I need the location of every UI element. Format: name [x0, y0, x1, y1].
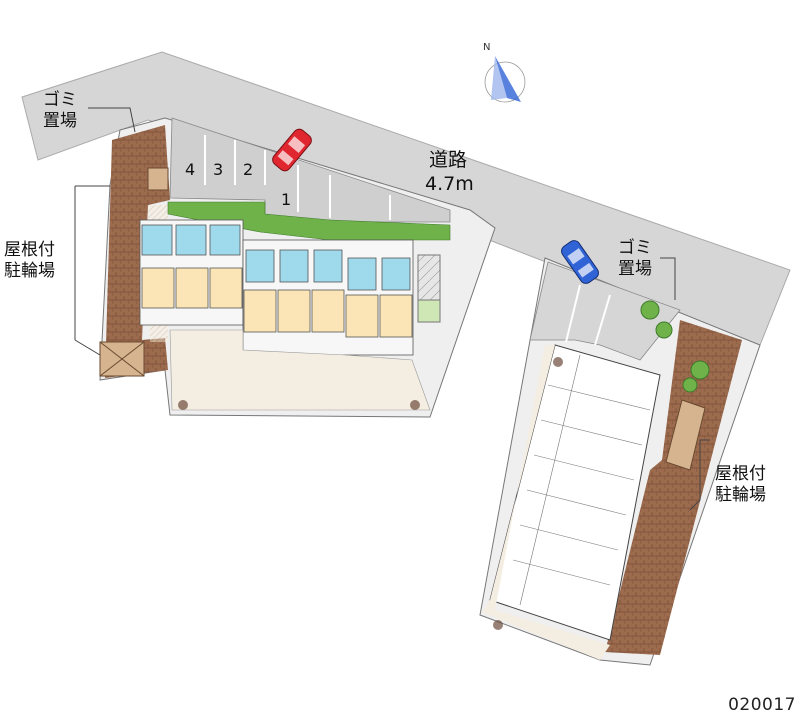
left-building — [139, 219, 414, 356]
bike-shelter-right-icon — [665, 399, 706, 471]
car-blue-icon — [561, 240, 599, 284]
trash-label-left: ゴミ 置場 — [43, 90, 77, 132]
leader-bike-left-2 — [74, 339, 101, 356]
leader-trash-right — [660, 257, 676, 300]
tree-icon — [640, 300, 660, 320]
parking-number-2: 2 — [243, 160, 254, 179]
plant-box-left — [417, 299, 441, 323]
trash-label-right: ゴミ 置場 — [618, 238, 652, 280]
right-building-units — [512, 354, 651, 606]
trash-label-left-line1: ゴミ — [43, 90, 77, 110]
road-name: 道路 — [429, 149, 468, 171]
parking-number-3: 3 — [213, 160, 224, 179]
car-red-icon — [272, 128, 312, 172]
bike-label-right-line2: 駐輪場 — [715, 485, 766, 505]
road-label: 道路 4.7m — [425, 148, 474, 196]
parking-number-4: 4 — [185, 160, 196, 179]
property-code: 020017 — [728, 695, 796, 715]
bike-label-left-line1: 屋根付 — [4, 240, 55, 260]
compass-label: N — [483, 42, 490, 53]
parking-number-1: 1 — [281, 190, 292, 209]
right-brick-border — [605, 320, 742, 655]
bike-label-right: 屋根付 駐輪場 — [715, 464, 766, 506]
leader-trash-left — [88, 107, 136, 133]
courtyard-left — [169, 329, 431, 411]
bike-label-left-line2: 駐輪場 — [4, 261, 55, 281]
compass-icon: N — [483, 42, 526, 103]
leader-bike-right — [689, 439, 710, 511]
trash-box-left — [147, 167, 169, 191]
road-width: 4.7m — [425, 173, 474, 195]
bike-label-right-line1: 屋根付 — [715, 464, 766, 484]
trash-label-right-line1: ゴミ — [618, 238, 652, 258]
stair-left — [417, 254, 441, 301]
trash-label-right-line2: 置場 — [618, 259, 652, 279]
parking-lines — [204, 135, 391, 220]
trash-label-left-line2: 置場 — [43, 111, 77, 131]
bike-label-left: 屋根付 駐輪場 — [4, 240, 55, 282]
right-building — [489, 344, 661, 641]
